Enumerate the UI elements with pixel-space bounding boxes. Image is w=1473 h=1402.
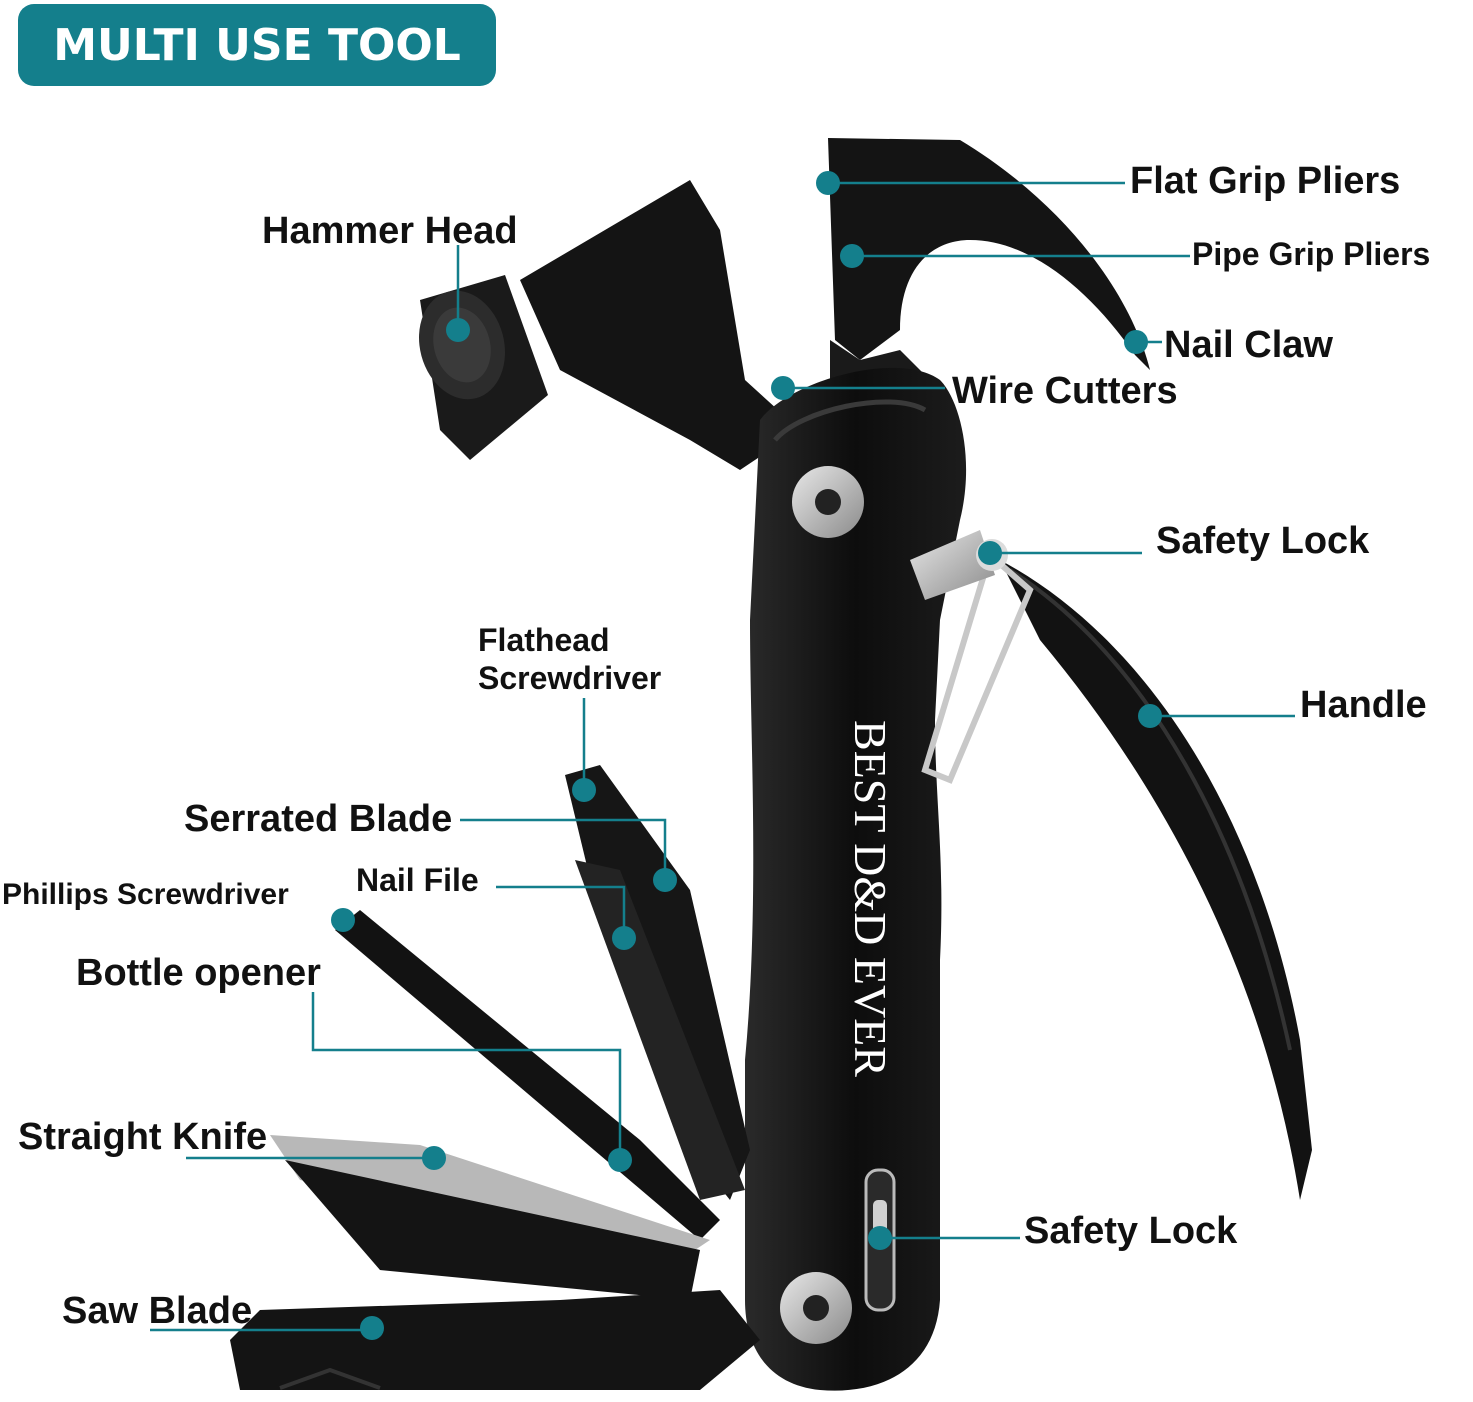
label-handle: Handle	[1300, 684, 1427, 726]
label-pipe-grip-pliers: Pipe Grip Pliers	[1192, 236, 1431, 272]
pliers-jaw-shape	[828, 138, 1150, 370]
saw-blade-shape	[230, 1290, 760, 1390]
label-safety-lock-bottom: Safety Lock	[1024, 1210, 1238, 1252]
hammer-head-shape	[520, 180, 800, 470]
label-bottle-opener: Bottle opener	[76, 952, 321, 994]
label-safety-lock-top: Safety Lock	[1156, 520, 1370, 562]
label-flathead-line1: Flathead	[478, 622, 610, 658]
label-saw-blade: Saw Blade	[62, 1290, 253, 1332]
label-hammer-head: Hammer Head	[262, 210, 518, 252]
label-flathead-line2: Screwdriver	[478, 660, 662, 696]
handle-grip	[1000, 560, 1312, 1200]
engraving-text: BEST D&D EVER	[845, 720, 896, 1077]
label-nail-claw: Nail Claw	[1164, 324, 1333, 366]
tool-body	[745, 367, 967, 1391]
label-straight-knife: Straight Knife	[18, 1116, 268, 1158]
title-badge: MULTI USE TOOL	[18, 4, 496, 86]
label-flat-grip-pliers: Flat Grip Pliers	[1130, 160, 1401, 202]
leader-lines	[150, 171, 1295, 1340]
label-wire-cutters: Wire Cutters	[952, 370, 1178, 412]
title-badge-text: MULTI USE TOOL	[53, 19, 461, 71]
label-nail-file: Nail File	[356, 862, 479, 898]
label-phillips-screwdriver: Phillips Screwdriver	[2, 878, 289, 911]
label-serrated-blade: Serrated Blade	[184, 798, 453, 840]
